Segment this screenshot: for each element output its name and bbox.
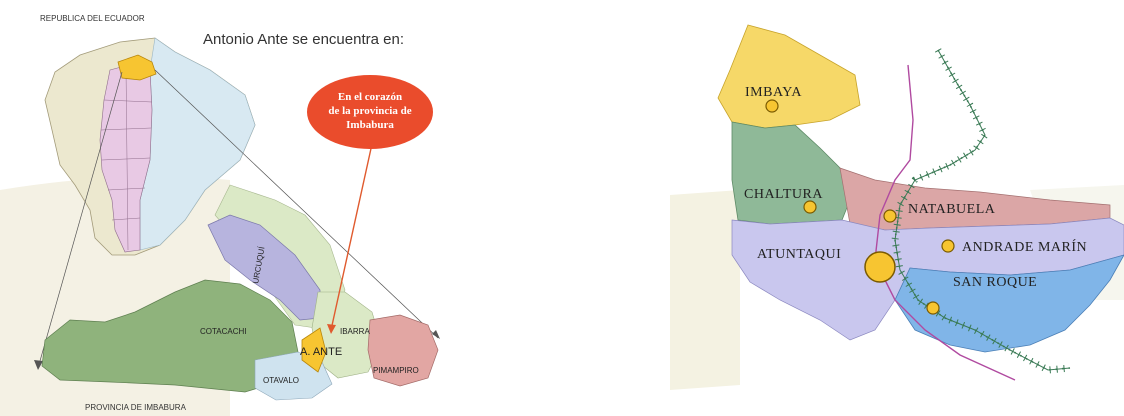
zoom-lines <box>37 69 439 369</box>
canton-antonio-ante <box>301 327 327 373</box>
label-san-roque: SAN ROQUE <box>953 275 1037 290</box>
label-pimampiro: PIMAMPIRO <box>373 366 419 375</box>
label-ibarra: IBARRA <box>340 327 370 336</box>
callout-line-2: de la provincia de <box>328 105 411 117</box>
province-borders <box>100 69 153 251</box>
location-map-panel: En el corazón de la provincia de Imbabur… <box>0 0 470 416</box>
town-natabuela <box>883 209 897 223</box>
location-map: En el corazón de la provincia de Imbabur… <box>0 14 440 416</box>
headline: Antonio Ante se encuentra en: <box>203 31 404 48</box>
country-label: REPUBLICA DEL ECUADOR <box>40 14 145 23</box>
label-andrade-marin: ANDRADE MARÍN <box>962 238 1087 255</box>
canton-pimampiro <box>367 314 439 387</box>
parish-chaltura <box>731 121 851 225</box>
parish-imbaya <box>717 24 861 129</box>
arrowhead-left <box>34 360 43 370</box>
town-andrade-marin <box>941 239 955 253</box>
label-otavalo: OTAVALO <box>263 376 299 385</box>
province-label: PROVINCIA DE IMBABURA <box>85 403 187 412</box>
label-cotacachi: COTACACHI <box>200 327 247 336</box>
railway-track <box>894 49 1071 371</box>
imbabura-highlight <box>117 54 157 81</box>
town-san-roque <box>926 301 940 315</box>
label-chaltura: CHALTURA <box>744 187 823 202</box>
callout-line-1: En el corazón <box>338 91 402 103</box>
town-imbaya <box>765 99 779 113</box>
label-antonio-ante: A. ANTE <box>300 346 342 358</box>
label-atuntaqui: ATUNTAQUI <box>757 247 841 262</box>
town-atuntaqui <box>864 251 896 283</box>
town-chaltura <box>803 200 817 214</box>
callout-line-3: Imbabura <box>346 119 394 131</box>
arrowhead-right <box>432 330 440 339</box>
label-imbaya: IMBAYA <box>745 85 802 100</box>
label-natabuela: NATABUELA <box>908 202 996 217</box>
callout-pointer <box>330 143 373 331</box>
parish-san-roque <box>894 254 1124 353</box>
parish-map-panel: IMBAYA CHALTURA NATABUELA ATUNTAQUI ANDR… <box>670 0 1124 416</box>
road-line <box>874 64 1016 381</box>
callout-pointer-arrowhead <box>327 324 336 334</box>
background-wash-west <box>670 190 740 390</box>
parish-map: IMBAYA CHALTURA NATABUELA ATUNTAQUI ANDR… <box>670 24 1124 390</box>
callout-bubble <box>307 75 433 149</box>
ecuador-highland-region <box>99 61 153 253</box>
canton-cotacachi <box>41 279 299 393</box>
